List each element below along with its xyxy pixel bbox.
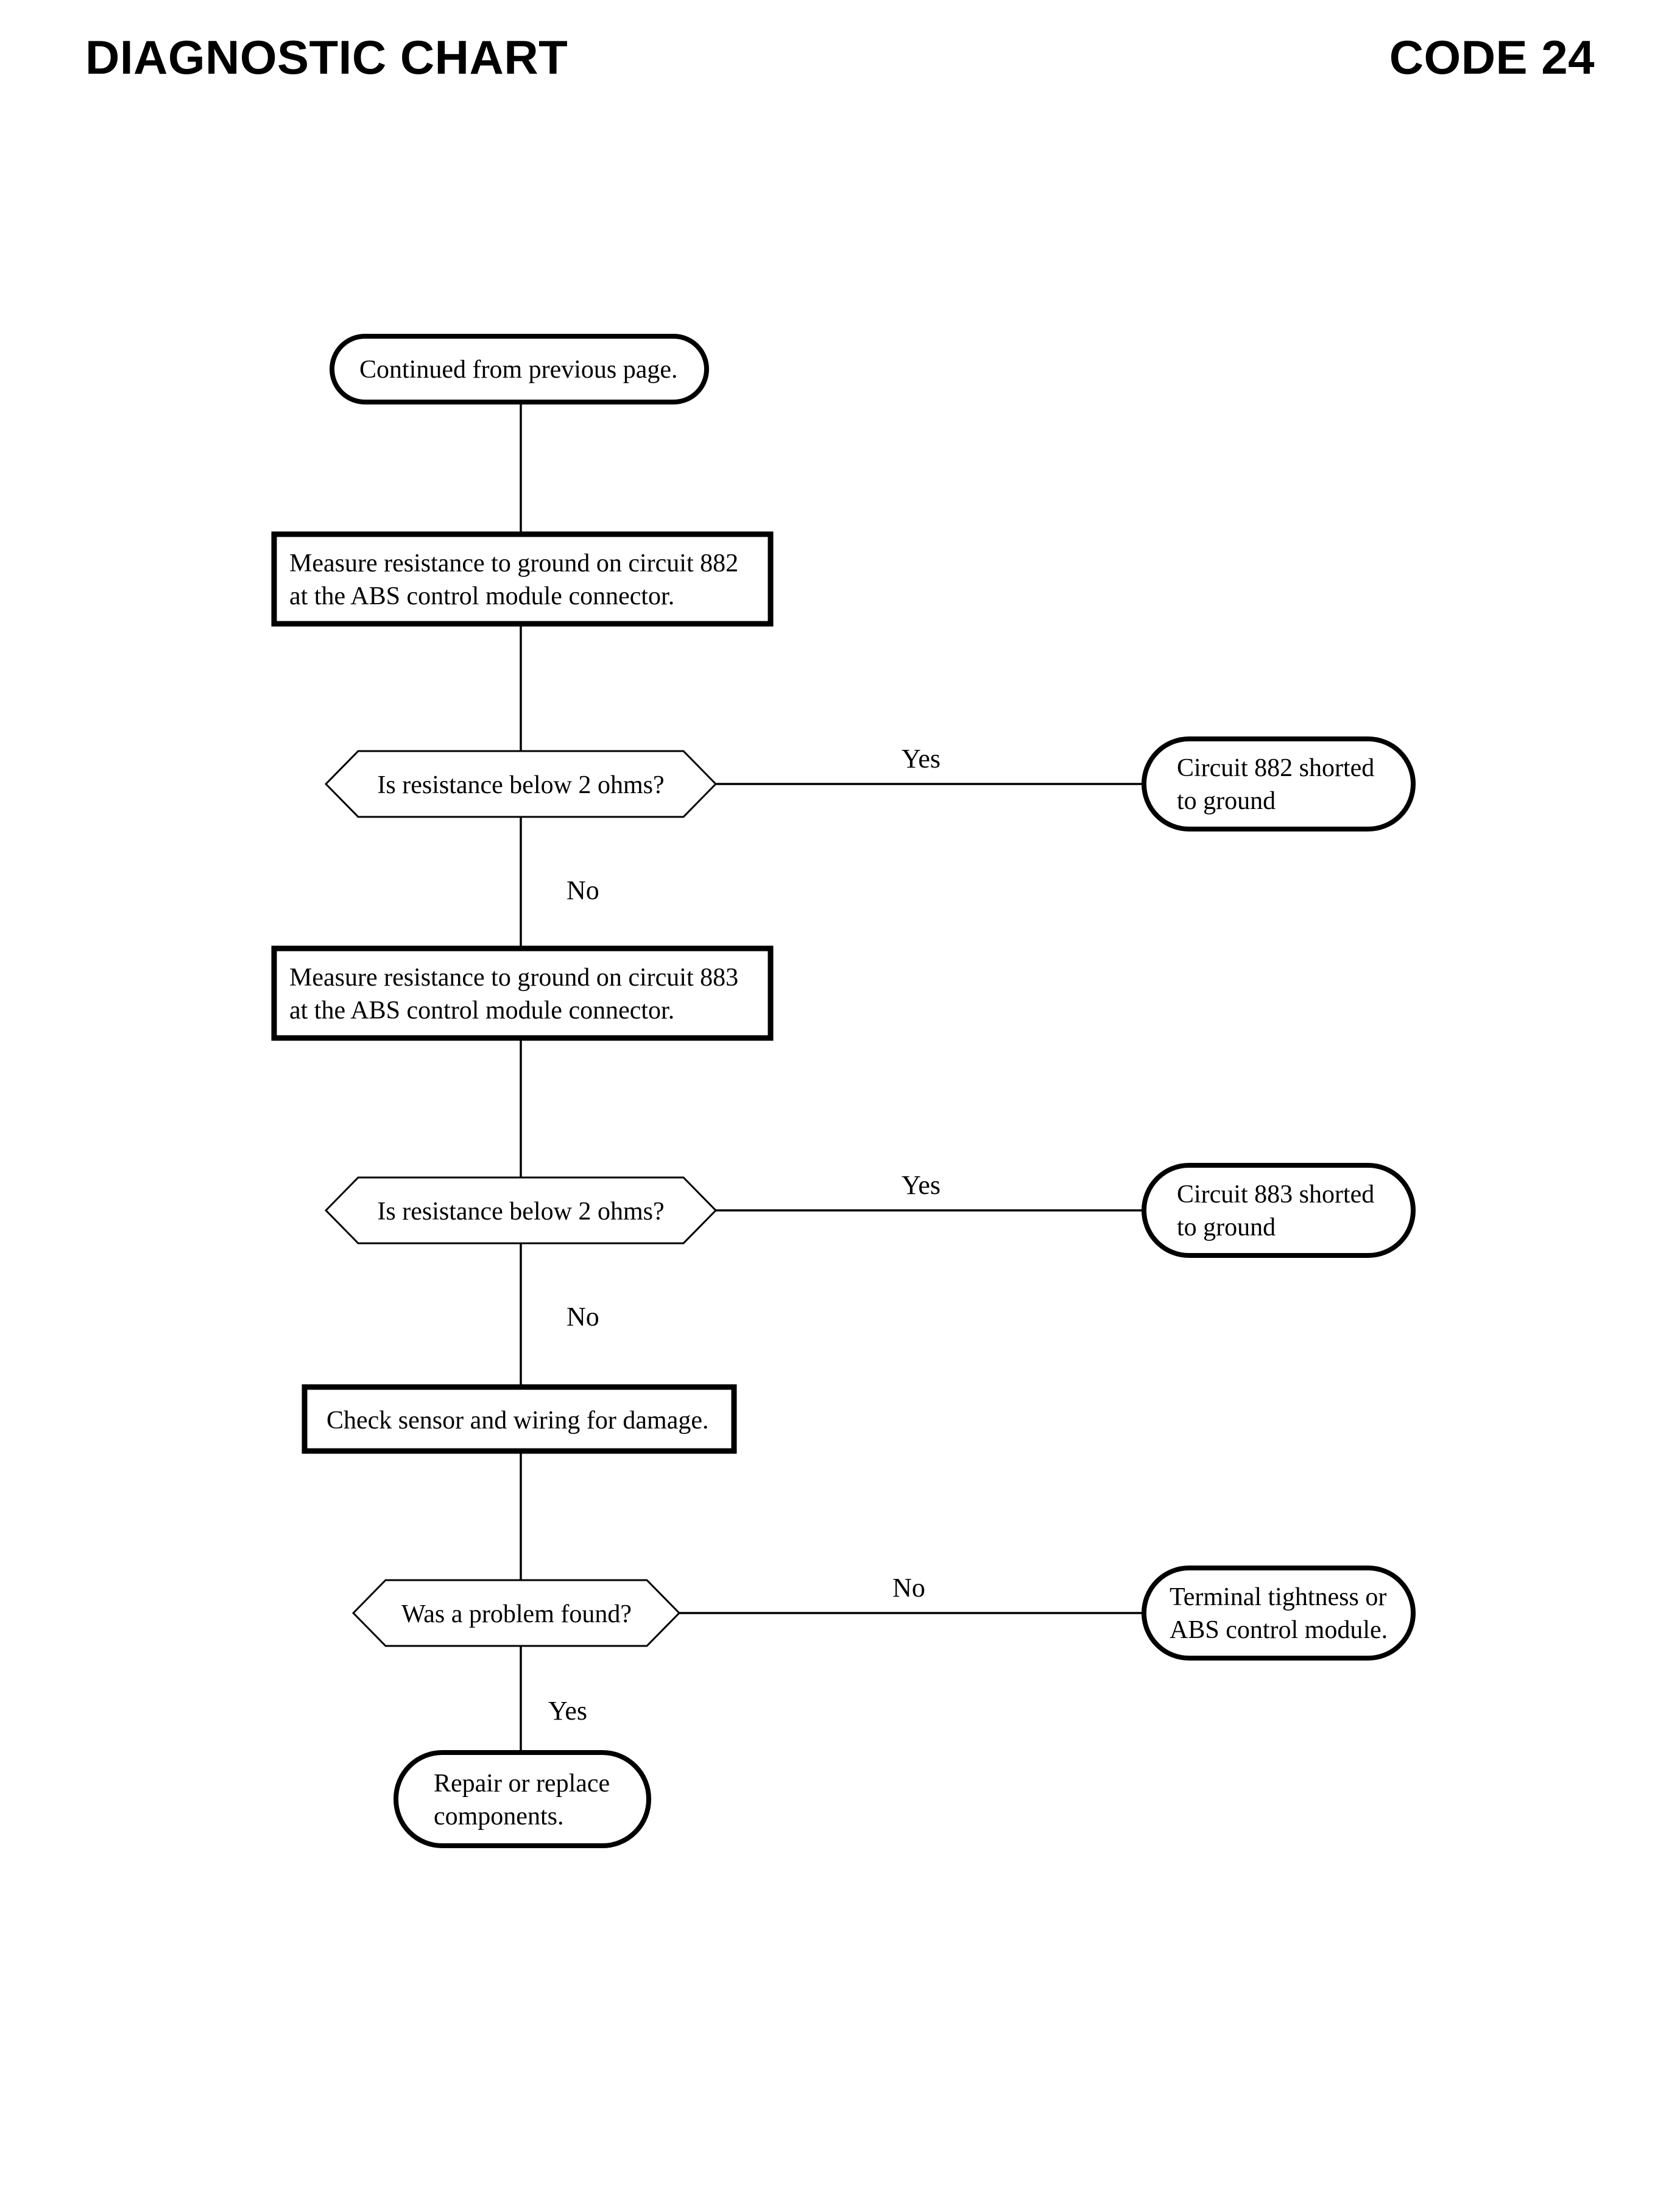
process-shape — [271, 945, 774, 1041]
decision-shape — [324, 1176, 718, 1244]
node-label-line1: Terminal tightness or — [1170, 1583, 1386, 1611]
process-shape — [271, 531, 774, 627]
node-label-line1: Circuit 883 shorted — [1177, 1181, 1374, 1209]
decision-shape — [351, 1579, 681, 1647]
node-label-line2: ABS control module. — [1170, 1616, 1388, 1644]
decision-shape — [324, 750, 718, 818]
terminator-shape — [330, 334, 709, 404]
node-circuit-883-shorted-to-ground[interactable]: Circuit 883 shorted to ground — [1142, 1163, 1416, 1258]
node-repair-or-replace-components[interactable]: Repair or replace components. — [394, 1750, 651, 1848]
node-label-line1: Check sensor and wiring for damage. — [326, 1407, 708, 1435]
node-was-a-problem-found[interactable]: Was a problem found? — [351, 1579, 681, 1647]
node-label-line1: Measure resistance to ground on circuit … — [289, 964, 738, 992]
node-label-line1: Is resistance below 2 ohms? — [377, 771, 664, 799]
page-title: DIAGNOSTIC CHART — [85, 30, 568, 84]
node-label-line1: Continued from previous page. — [359, 356, 678, 384]
node-label-line2: at the ABS control module connector. — [289, 997, 674, 1025]
edge-label-yes-3: Yes — [548, 1696, 587, 1726]
page-header: DIAGNOSTIC CHART CODE 24 — [0, 28, 1680, 95]
process-shape — [302, 1384, 737, 1454]
terminator-shape — [1142, 1566, 1416, 1661]
node-measure-resistance-circuit-882[interactable]: Measure resistance to ground on circuit … — [271, 531, 774, 627]
connector-group — [520, 402, 1144, 1753]
node-continued-from-previous-page[interactable]: Continued from previous page. — [330, 334, 709, 404]
node-label-line2: to ground — [1177, 1213, 1276, 1241]
node-label-line2: components. — [434, 1802, 563, 1830]
node-label-line1: Circuit 882 shorted — [1177, 754, 1374, 782]
edge-label-no-1: No — [566, 875, 599, 905]
edge-label-no-2: No — [566, 1302, 599, 1332]
edge-label-yes-2: Yes — [902, 1170, 941, 1200]
node-label-line1: Repair or replace — [434, 1770, 610, 1798]
node-label-line2: to ground — [1177, 787, 1276, 815]
terminator-shape — [1142, 736, 1416, 831]
edge-label-group: Yes No Yes No No Yes — [548, 744, 941, 1726]
diagnostic-code-label: CODE 24 — [1389, 30, 1595, 84]
node-circuit-882-shorted-to-ground[interactable]: Circuit 882 shorted to ground — [1142, 736, 1416, 831]
node-label-line2: at the ABS control module connector. — [289, 582, 674, 610]
edge-label-no-3: No — [892, 1573, 925, 1603]
terminator-shape — [1142, 1163, 1416, 1258]
node-measure-resistance-circuit-883[interactable]: Measure resistance to ground on circuit … — [271, 945, 774, 1041]
node-label-line1: Measure resistance to ground on circuit … — [289, 549, 738, 577]
node-is-resistance-below-2-ohms-2[interactable]: Is resistance below 2 ohms? — [324, 1176, 718, 1244]
node-label-line1: Was a problem found? — [401, 1600, 632, 1628]
terminator-shape — [394, 1750, 651, 1848]
node-check-sensor-and-wiring[interactable]: Check sensor and wiring for damage. — [302, 1384, 737, 1454]
edge-label-yes-1: Yes — [902, 744, 941, 774]
node-terminal-tightness-or-abs-control-module[interactable]: Terminal tightness or ABS control module… — [1142, 1566, 1416, 1661]
node-is-resistance-below-2-ohms-1[interactable]: Is resistance below 2 ohms? — [324, 750, 718, 818]
node-label-line1: Is resistance below 2 ohms? — [377, 1198, 664, 1226]
